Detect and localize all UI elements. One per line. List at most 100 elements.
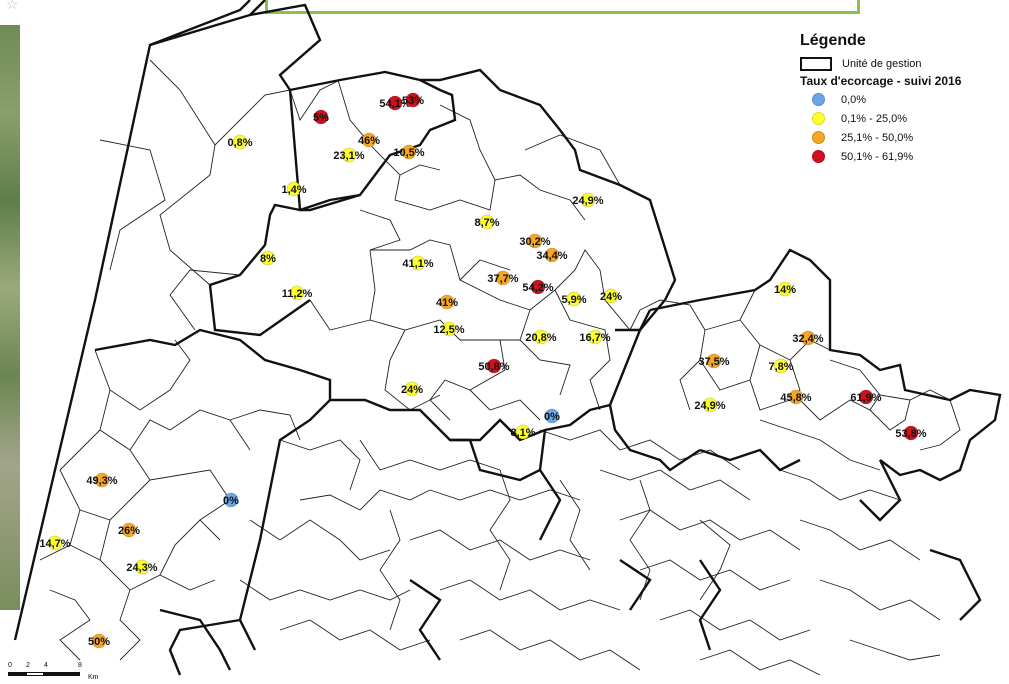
point-marker[interactable] bbox=[603, 288, 619, 304]
point-marker[interactable] bbox=[566, 291, 582, 307]
survey-point[interactable]: 53% bbox=[402, 92, 424, 108]
point-label: 5,9% bbox=[561, 294, 586, 306]
survey-point[interactable]: 5,9% bbox=[561, 291, 587, 307]
survey-point[interactable]: 23,1% bbox=[333, 147, 365, 163]
survey-point[interactable]: 14,7% bbox=[39, 535, 71, 551]
legend-rate-title: Taux d'ecorcage - suivi 2016 bbox=[800, 74, 962, 88]
scale-tick-4: 4 bbox=[44, 662, 48, 669]
survey-point[interactable]: 11,2% bbox=[282, 285, 313, 301]
point-label: 5% bbox=[313, 112, 329, 124]
point-label: 37,7% bbox=[487, 273, 518, 285]
survey-point[interactable]: 50% bbox=[88, 633, 110, 649]
survey-point[interactable]: 37,7% bbox=[487, 270, 519, 286]
survey-point[interactable]: 61,9% bbox=[850, 389, 882, 405]
point-marker[interactable] bbox=[800, 330, 816, 346]
point-marker[interactable] bbox=[439, 294, 455, 310]
point-marker[interactable] bbox=[544, 408, 560, 424]
survey-point[interactable]: 37,5% bbox=[698, 353, 730, 369]
survey-point[interactable]: 8,7% bbox=[474, 214, 500, 230]
point-marker[interactable] bbox=[361, 132, 377, 148]
survey-point[interactable]: 24,9% bbox=[572, 192, 604, 208]
point-label: 24% bbox=[600, 291, 622, 303]
point-marker[interactable] bbox=[903, 425, 919, 441]
point-marker[interactable] bbox=[232, 134, 248, 150]
survey-point[interactable]: 5% bbox=[313, 109, 329, 125]
survey-point[interactable]: 8% bbox=[260, 250, 276, 266]
survey-point[interactable]: 0% bbox=[544, 408, 560, 424]
point-label: 34,4% bbox=[536, 250, 567, 262]
survey-point[interactable]: 41,1% bbox=[402, 255, 434, 271]
scale-tick-8: 8 bbox=[78, 662, 82, 669]
survey-point[interactable]: 7,8% bbox=[768, 358, 794, 374]
point-marker[interactable] bbox=[401, 144, 417, 160]
point-marker[interactable] bbox=[777, 281, 793, 297]
legend-class-label: 25,1% - 50,0% bbox=[841, 131, 914, 144]
survey-point[interactable]: 1,4% bbox=[281, 181, 307, 197]
point-marker[interactable] bbox=[858, 389, 874, 405]
point-marker[interactable] bbox=[544, 247, 560, 263]
point-marker[interactable] bbox=[313, 109, 329, 125]
survey-point[interactable]: 49,3% bbox=[86, 472, 118, 488]
point-marker[interactable] bbox=[341, 147, 357, 163]
survey-point[interactable]: 54,1% bbox=[379, 95, 411, 111]
survey-point[interactable]: 24% bbox=[401, 381, 423, 397]
survey-point[interactable]: 16,7% bbox=[579, 329, 611, 345]
point-marker[interactable] bbox=[515, 424, 531, 440]
point-marker[interactable] bbox=[441, 321, 457, 337]
survey-point[interactable]: 32,4% bbox=[792, 330, 824, 346]
survey-point[interactable]: 30,2% bbox=[519, 233, 551, 249]
point-label: 10,5% bbox=[393, 147, 424, 159]
survey-point[interactable]: 34,4% bbox=[536, 247, 568, 263]
point-marker[interactable] bbox=[479, 214, 495, 230]
point-marker[interactable] bbox=[527, 233, 543, 249]
point-label: 11,2% bbox=[282, 288, 313, 300]
point-marker[interactable] bbox=[533, 329, 549, 345]
survey-point[interactable]: 10,5% bbox=[393, 144, 425, 160]
point-marker[interactable] bbox=[223, 492, 239, 508]
survey-point[interactable]: 54,2% bbox=[522, 279, 554, 295]
survey-point[interactable]: 50,8% bbox=[478, 358, 510, 374]
point-label: 16,7% bbox=[579, 332, 610, 344]
point-label: 24,9% bbox=[572, 195, 603, 207]
point-marker[interactable] bbox=[702, 397, 718, 413]
point-marker[interactable] bbox=[405, 92, 421, 108]
point-marker[interactable] bbox=[410, 255, 426, 271]
survey-point[interactable]: 24,9% bbox=[694, 397, 726, 413]
point-marker[interactable] bbox=[121, 522, 137, 538]
survey-point[interactable]: 45,8% bbox=[780, 389, 812, 405]
point-marker[interactable] bbox=[788, 389, 804, 405]
point-marker[interactable] bbox=[706, 353, 722, 369]
point-marker[interactable] bbox=[773, 358, 789, 374]
point-marker[interactable] bbox=[587, 329, 603, 345]
point-marker[interactable] bbox=[404, 381, 420, 397]
point-marker[interactable] bbox=[495, 270, 511, 286]
point-marker[interactable] bbox=[91, 633, 107, 649]
survey-point[interactable]: 14% bbox=[774, 281, 796, 297]
survey-point[interactable]: 12,5% bbox=[433, 321, 465, 337]
point-marker[interactable] bbox=[530, 279, 546, 295]
class-swatch-icon bbox=[812, 150, 825, 163]
point-marker[interactable] bbox=[134, 559, 150, 575]
point-marker[interactable] bbox=[260, 250, 276, 266]
survey-point[interactable]: 24% bbox=[600, 288, 622, 304]
survey-point[interactable]: 0% bbox=[223, 492, 239, 508]
point-marker[interactable] bbox=[47, 535, 63, 551]
point-marker[interactable] bbox=[289, 285, 305, 301]
survey-point[interactable]: 0,8% bbox=[227, 134, 253, 150]
point-marker[interactable] bbox=[387, 95, 403, 111]
survey-point[interactable]: 24,3% bbox=[126, 559, 158, 575]
point-marker[interactable] bbox=[286, 181, 302, 197]
survey-point[interactable]: 53,8% bbox=[895, 425, 927, 441]
top-banner bbox=[265, 0, 860, 14]
survey-point[interactable]: 26% bbox=[118, 522, 140, 538]
survey-point[interactable]: 46% bbox=[358, 132, 380, 148]
point-marker[interactable] bbox=[94, 472, 110, 488]
star-icon: ☆ bbox=[6, 0, 19, 12]
scale-segment bbox=[44, 672, 80, 676]
survey-point[interactable]: 8,1% bbox=[510, 424, 536, 440]
point-marker[interactable] bbox=[580, 192, 596, 208]
survey-point[interactable]: 41% bbox=[436, 294, 458, 310]
survey-point[interactable]: 20,8% bbox=[525, 329, 557, 345]
point-marker[interactable] bbox=[486, 358, 502, 374]
